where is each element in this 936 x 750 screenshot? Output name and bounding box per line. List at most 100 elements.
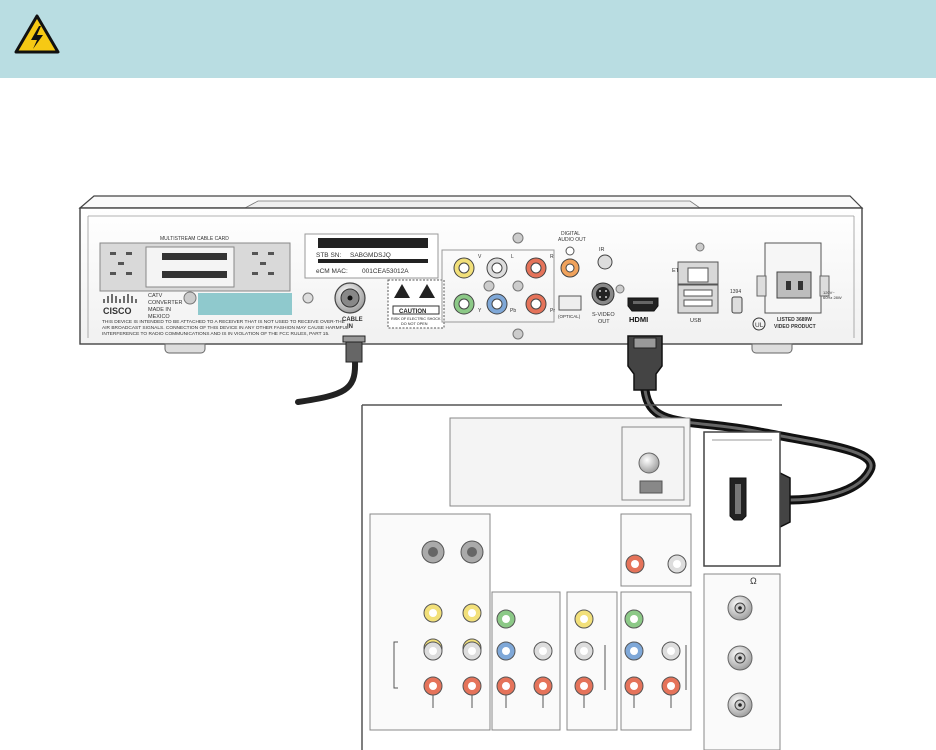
warning-banner (0, 0, 936, 78)
s-video-label: S-VIDEO (592, 312, 615, 318)
made-in-label: MADE IN (148, 307, 171, 313)
ecm-mac-value: 001CEA53012A (362, 268, 409, 275)
stb-hdmi-port[interactable]: HDMI (615, 284, 659, 324)
tv-s-video-input-1[interactable] (421, 540, 445, 564)
cisco-wordmark: CISCO (103, 306, 132, 316)
ieee1394-port[interactable] (731, 296, 743, 314)
fcc-notice-line3: INTERFERENCE TO RADIO COMMUNICATIONS AND… (102, 331, 329, 337)
cable-card-slot: MULTISTREAM CABLE CARD (99, 236, 291, 292)
screw-icon (483, 280, 495, 292)
audio-left-jack[interactable] (486, 257, 508, 279)
screw-icon (615, 284, 625, 294)
tv-video-jack[interactable] (574, 609, 594, 629)
tv-audio-left-jack[interactable] (574, 641, 594, 661)
ul-circle (752, 317, 766, 331)
tv-hdmi-panel (703, 431, 781, 567)
stb-serial-value: SABGMDSJQ (350, 252, 391, 259)
tv-audio-left-jack[interactable] (661, 641, 681, 661)
ir-port[interactable] (597, 254, 613, 270)
screw-icon (512, 232, 524, 244)
usb-ports[interactable] (677, 284, 719, 314)
cable-card-slot-label: MULTISTREAM CABLE CARD (160, 236, 229, 242)
screw-icon (183, 291, 197, 305)
caution-open-text: DO NOT OPEN (401, 322, 428, 326)
tv-component-pr-jack[interactable] (624, 676, 644, 696)
tv-audio-out-left-jack[interactable] (667, 554, 687, 574)
tv-audio-output-block (620, 513, 692, 587)
component-y-jack[interactable] (453, 293, 475, 315)
component-pb-label: Pb (510, 308, 516, 314)
power-rating-voltage: 120V~ (823, 290, 835, 295)
screw-icon (512, 328, 524, 340)
highlight-label-teal (198, 293, 292, 315)
cable-in-label-in: IN (347, 324, 353, 330)
tv-coax-input-2[interactable] (727, 645, 753, 671)
s-video-port[interactable] (591, 282, 615, 306)
tv-audio-right-jack[interactable] (533, 676, 553, 696)
tv-audio-left-jack[interactable] (462, 641, 482, 661)
stb-serial-label: STB SN: (316, 252, 341, 259)
tv-audio-right-jack[interactable] (574, 676, 594, 696)
serial-number-sticker: STB SN: SABGMDSJQ eCM MAC: 001CEA53012A (304, 233, 439, 279)
usb-label: USB (690, 318, 702, 324)
screw-icon (512, 280, 524, 292)
tv-video-jack[interactable] (462, 603, 482, 623)
tv-hdmi-port[interactable] (729, 477, 747, 521)
fcc-notice-line2: AIR BROADCAST SIGNALS. CONNECTION OF THI… (102, 325, 349, 331)
caution-text: CAUTION (399, 309, 426, 315)
ul-mark: UL (755, 322, 764, 329)
tv-audio-right-jack[interactable] (462, 676, 482, 696)
listed-label: LISTED 3689W (777, 317, 812, 323)
tv-coax-input-1[interactable] (727, 595, 753, 621)
ethernet-port[interactable] (677, 261, 719, 285)
tv-audio-right-jack[interactable] (661, 676, 681, 696)
tv-component-y-jack[interactable] (496, 609, 516, 629)
digital-audio-out[interactable]: DIGITAL AUDIO OUT (OPTICAL) (558, 231, 586, 319)
tv-component-y-jack[interactable] (624, 609, 644, 629)
audio-l-label: L (511, 254, 514, 260)
converter-label: CONVERTER (148, 300, 182, 306)
av-output-panel: V L R Y Pb Pr (441, 232, 555, 340)
ohm-label: Ω (750, 576, 757, 586)
ecm-mac-label: eCM MAC: (316, 268, 348, 275)
audio-right-jack[interactable] (525, 257, 547, 279)
tv-component-pr-jack[interactable] (496, 676, 516, 696)
power-rating-watts: 60Hz 28W (823, 295, 842, 300)
digital-audio-label: DIGITAL (561, 231, 580, 237)
component-pb-jack[interactable] (486, 293, 508, 315)
cable-in-port[interactable]: CABLE IN (302, 282, 366, 330)
audio-r-label: R (550, 254, 554, 260)
ir-label: IR (599, 247, 605, 253)
component-pr-jack[interactable] (525, 293, 547, 315)
screw-icon (695, 242, 705, 252)
component-pr-label: Pr (550, 308, 555, 314)
video-product-label: VIDEO PRODUCT (774, 324, 816, 330)
component-y-label: Y (478, 308, 482, 314)
hdmi-logo: HDMI (629, 315, 648, 324)
tv-audio-right-jack[interactable] (423, 676, 443, 696)
fcc-notice-line1: THIS DEVICE IS INTENDED TO BE ATTACHED T… (102, 319, 345, 325)
power-inlet[interactable] (756, 242, 830, 314)
optical-label: (OPTICAL) (558, 314, 581, 319)
tv-video-input-2 (566, 591, 618, 731)
tv-antenna-inputs: Ω (703, 573, 781, 750)
tv-audio-left-jack[interactable] (533, 641, 553, 661)
tv-s-video-input-2[interactable] (460, 540, 484, 564)
tv-av-input-block (369, 513, 491, 731)
ieee1394-label: 1394 (730, 289, 741, 295)
tv-audio-left-jack[interactable] (423, 641, 443, 661)
electrical-hazard-warning-icon (14, 14, 60, 54)
tv-component-input-1 (491, 591, 561, 731)
video-jack-label: V (478, 254, 482, 260)
tv-component-pb-jack[interactable] (496, 641, 516, 661)
country-label: MEXICO (148, 314, 170, 320)
coax-cable (295, 335, 366, 405)
tv-audio-out-right-jack[interactable] (625, 554, 645, 574)
composite-video-jack[interactable] (453, 257, 475, 279)
caution-shock-text: RISK OF ELECTRIC SHOCK (391, 317, 441, 321)
tv-video-jack[interactable] (423, 603, 443, 623)
tv-coax-input-3[interactable] (727, 692, 753, 718)
tv-component-pb-jack[interactable] (624, 641, 644, 661)
tv-rear-panel (361, 404, 782, 750)
